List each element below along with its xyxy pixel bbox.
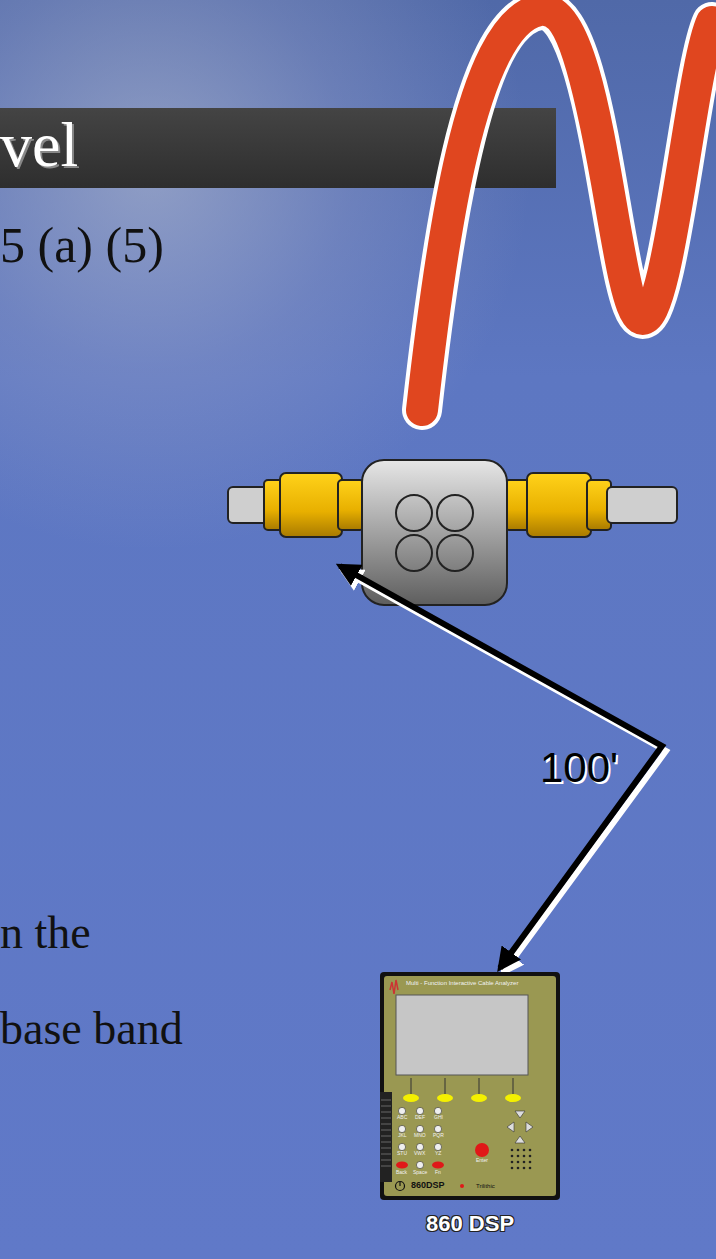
keypad-label: 2 [419, 1108, 422, 1114]
cable-arrow [340, 566, 662, 968]
keypad-label: 0 [419, 1162, 422, 1168]
keypad-label: JKL [398, 1133, 407, 1139]
keypad-label: 4 [401, 1126, 404, 1132]
keypad-label: DEF [415, 1115, 425, 1121]
keypad-label: PQR [433, 1133, 444, 1139]
keypad-label: 1 [401, 1108, 404, 1114]
keypad-label: YZ [435, 1151, 441, 1157]
keypad-label: GHI [434, 1115, 443, 1121]
length-label: 100' [540, 745, 618, 791]
keypad-label: Enter [476, 1158, 488, 1164]
slide-title: vel [0, 110, 78, 180]
keypad-label: ABC [397, 1115, 407, 1121]
keypad-label: 5 [419, 1126, 422, 1132]
keypad-label: 6 [437, 1126, 440, 1132]
body-text: 5 (a) (5) [0, 218, 164, 273]
meter-device [380, 972, 560, 1200]
logo-wave [422, 10, 712, 410]
keypad-label: 7 [401, 1144, 404, 1150]
body-text: n the [0, 908, 91, 959]
device-caption: Multi - Function Interactive Cable Analy… [406, 980, 518, 987]
keypad-label: 3 [437, 1108, 440, 1114]
device-name: 860 DSP [426, 1212, 514, 1236]
cable-splitter [228, 460, 677, 605]
arrow-shadow [343, 571, 666, 973]
keypad-label: Trilithic [476, 1183, 495, 1190]
logo-outline [422, 10, 712, 410]
keypad-label: Fn [435, 1170, 441, 1176]
keypad-label: Space [413, 1170, 427, 1176]
keypad-label: MNO [414, 1133, 426, 1139]
keypad-label: 8 [419, 1144, 422, 1150]
keypad-label: Back [396, 1170, 407, 1176]
keypad-label: VWX [414, 1151, 425, 1157]
body-text: base band [0, 1004, 183, 1055]
keypad-label: STU [397, 1151, 407, 1157]
keypad-label: 9 [437, 1144, 440, 1150]
keypad-label: 860DSP [411, 1181, 445, 1191]
